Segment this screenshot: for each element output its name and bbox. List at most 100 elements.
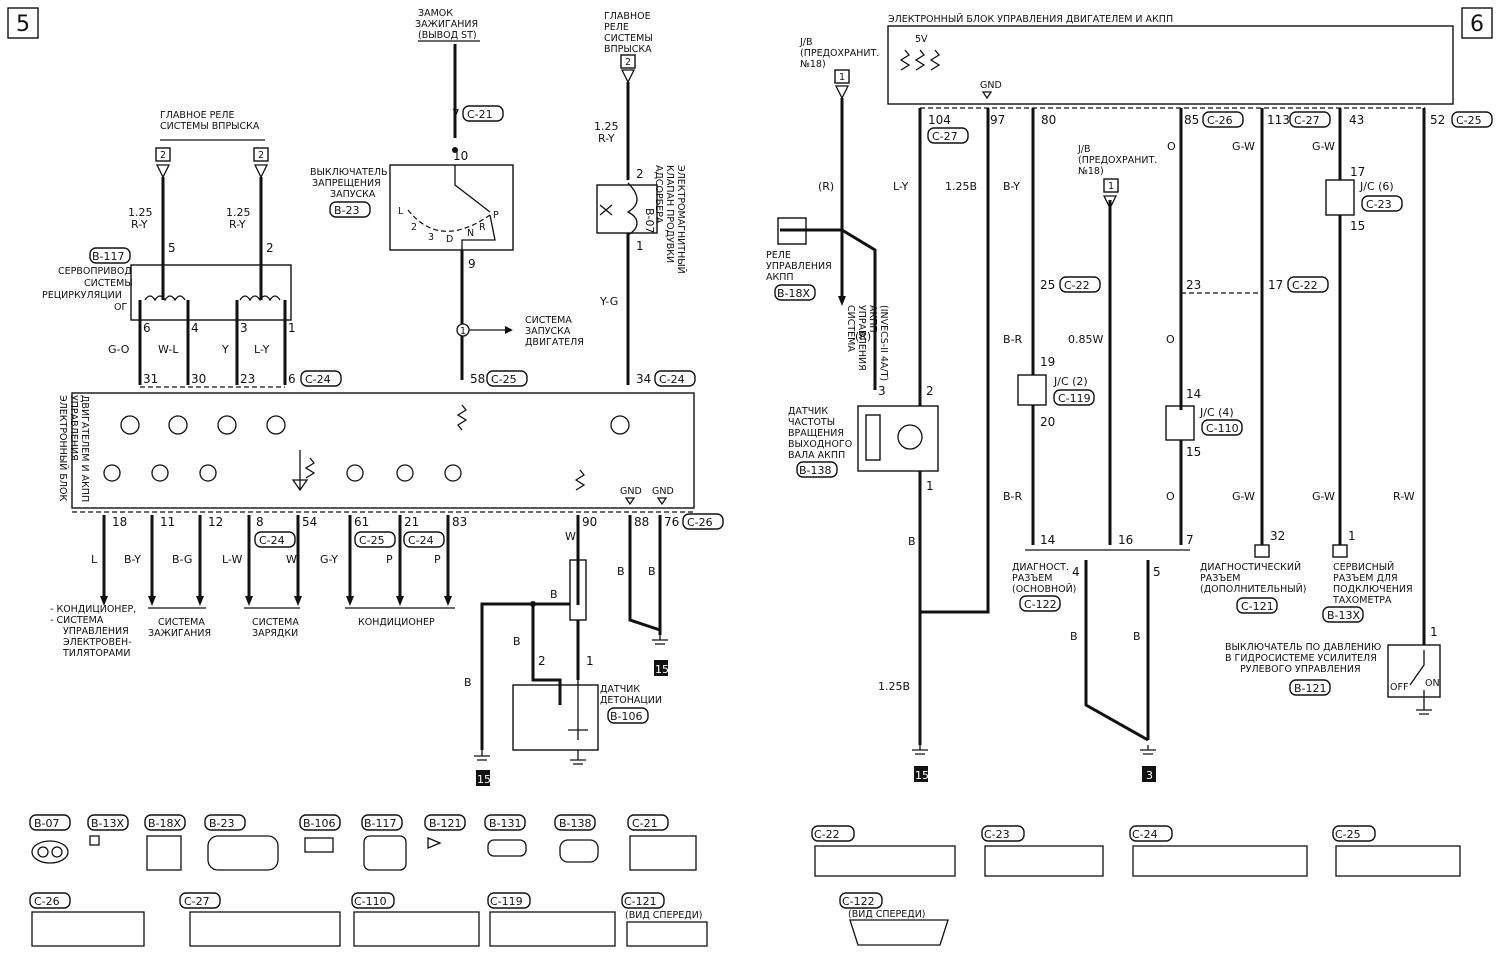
svg-text:11: 11: [160, 515, 175, 529]
bottom-wire-colors: L B-Y B-G L-W W G-Y P P W B B: [91, 530, 656, 578]
svg-text:СИСТЕМЫ ВПРЫСКА: СИСТЕМЫ ВПРЫСКА: [160, 121, 260, 132]
diag-add-label: ДИАГНОСТИЧЕСКИЙ РАЗЪЕМ (ДОПОЛНИТЕЛЬНЫЙ) …: [1200, 561, 1306, 614]
svg-text:90: 90: [582, 515, 597, 529]
svg-text:R-Y: R-Y: [598, 132, 615, 145]
svg-text:L: L: [398, 206, 404, 217]
svg-text:W: W: [286, 553, 297, 566]
svg-text:43: 43: [1349, 113, 1364, 127]
svg-text:15: 15: [915, 769, 929, 782]
svg-text:1: 1: [586, 654, 594, 668]
svg-text:СИСТЕМЫ: СИСТЕМЫ: [604, 33, 653, 44]
svg-text:C-23: C-23: [1366, 198, 1392, 211]
svg-text:C-21: C-21: [632, 817, 658, 830]
svg-text:15: 15: [477, 773, 491, 786]
svg-text:B: B: [550, 588, 558, 601]
svg-text:B: B: [1133, 630, 1141, 643]
svg-text:(R): (R): [855, 330, 871, 343]
connector-views-right: C-22 C-23 C-24 C-25 C-122 (ВИД СПЕРЕДИ): [811, 825, 1461, 946]
svg-text:C-21: C-21: [467, 108, 493, 121]
svg-text:ДВИГАТЕЛЯ: ДВИГАТЕЛЯ: [525, 337, 584, 348]
ecu-right-label: ЭЛЕКТРОННЫЙ БЛОК УПРАВЛЕНИЯ ДВИГАТЕЛЕМ И…: [888, 13, 1173, 25]
svg-text:15: 15: [1186, 445, 1201, 459]
svg-text:1: 1: [460, 326, 466, 337]
svg-text:АДСОРБЕРА: АДСОРБЕРА: [653, 165, 664, 224]
svg-text:C-122: C-122: [842, 895, 875, 908]
main-relay-top-label: ГЛАВНОЕ РЕЛЕ СИСТЕМЫ ВПРЫСКА: [604, 11, 653, 55]
svg-text:18: 18: [112, 515, 127, 529]
svg-text:ВЫХОДНОГО: ВЫХОДНОГО: [788, 439, 852, 450]
at-system-label: СИСТЕМА УПРАВЛЕНИЯ АКПП (INVECS-II 4A/T): [845, 305, 889, 381]
svg-text:C-122: C-122: [1024, 598, 1057, 611]
svg-text:ВЫКЛЮЧАТЕЛЬ: ВЫКЛЮЧАТЕЛЬ: [310, 167, 388, 178]
svg-text:1.25: 1.25: [128, 206, 153, 219]
svg-text:(ОСНОВНОЙ): (ОСНОВНОЙ): [1012, 583, 1076, 595]
svg-text:2: 2: [538, 654, 546, 668]
svg-text:2: 2: [411, 222, 417, 233]
svg-text:L-Y: L-Y: [254, 343, 270, 356]
svg-text:GND: GND: [620, 486, 642, 497]
svg-text:21: 21: [404, 515, 419, 529]
svg-text:ДАТЧИК: ДАТЧИК: [600, 684, 640, 695]
svg-text:N: N: [467, 228, 474, 239]
svg-text:C-23: C-23: [984, 828, 1010, 841]
svg-text:ДАТЧИК: ДАТЧИК: [788, 406, 828, 417]
svg-text:J/B: J/B: [1077, 144, 1091, 155]
svg-text:G-Y: G-Y: [320, 553, 338, 566]
svg-text:7: 7: [1186, 533, 1194, 547]
svg-text:1: 1: [839, 72, 845, 83]
svg-text:1: 1: [636, 239, 644, 253]
svg-text:R-W: R-W: [1393, 490, 1415, 503]
svg-text:8: 8: [256, 515, 264, 529]
svg-text:2: 2: [625, 57, 631, 68]
svg-text:C-24: C-24: [659, 373, 685, 386]
svg-text:32: 32: [1270, 529, 1285, 543]
ignition-lock-label: ЗАМОК ЗАЖИГАНИЯ (ВЫВОД ST): [415, 8, 480, 42]
svg-text:88: 88: [634, 515, 649, 529]
svg-text:23: 23: [1186, 278, 1201, 292]
svg-text:16: 16: [1118, 533, 1133, 547]
svg-text:РЕЛЕ: РЕЛЕ: [604, 22, 629, 33]
svg-text:B-G: B-G: [172, 553, 192, 566]
svg-text:OFF: OFF: [1390, 682, 1408, 693]
svg-text:14: 14: [1040, 533, 1055, 547]
svg-text:C-24: C-24: [1132, 828, 1158, 841]
svg-text:- СИСТЕМА: - СИСТЕМА: [50, 615, 104, 626]
svg-text:G-W: G-W: [1312, 490, 1335, 503]
svg-text:17: 17: [1268, 278, 1283, 292]
svg-text:ГЛАВНОЕ: ГЛАВНОЕ: [604, 11, 651, 22]
svg-text:КОНДИЦИОНЕР: КОНДИЦИОНЕР: [358, 617, 435, 628]
svg-text:C-22: C-22: [1064, 279, 1090, 292]
right-wire-colors: L-Y 1.25B B-Y O G-W G-W: [893, 140, 1335, 193]
svg-text:1: 1: [288, 321, 296, 335]
svg-text:C-27: C-27: [932, 130, 958, 143]
svg-text:58: 58: [470, 372, 485, 386]
connector-views-left: B-07 B-13X B-18X B-23 B-106 B-117 B-121 …: [29, 814, 708, 947]
svg-text:P: P: [493, 210, 499, 221]
svg-text:J/C (4): J/C (4): [1199, 406, 1234, 419]
svg-text:20: 20: [1040, 415, 1055, 429]
svg-text:C-24: C-24: [408, 534, 434, 547]
svg-text:B-23: B-23: [209, 817, 235, 830]
svg-text:C-25: C-25: [1456, 114, 1482, 127]
purge-valve-label: ЭЛЕКТРОМАГНИТНЫЙ КЛАПАН ПРОДУВКИ АДСОРБЕ…: [653, 165, 687, 274]
svg-text:10: 10: [453, 149, 468, 163]
svg-text:ЗАПУСКА: ЗАПУСКА: [525, 326, 571, 337]
svg-text:B-R: B-R: [1003, 333, 1023, 346]
svg-text:C-119: C-119: [490, 895, 523, 908]
svg-text:1.25: 1.25: [226, 206, 251, 219]
svg-text:GND: GND: [980, 80, 1002, 91]
svg-text:B-117: B-117: [92, 250, 125, 263]
svg-text:ЭЛЕКТРОВЕН-: ЭЛЕКТРОВЕН-: [63, 637, 132, 648]
svg-text:1: 1: [1348, 529, 1356, 543]
svg-text:B: B: [908, 535, 916, 548]
svg-text:АКПП: АКПП: [867, 305, 878, 333]
svg-text:2: 2: [926, 384, 934, 398]
page-number-right: 6: [1470, 12, 1484, 37]
svg-text:(INVECS-II 4A/T): (INVECS-II 4A/T): [878, 305, 889, 381]
page-number-left: 5: [16, 12, 30, 37]
svg-text:31: 31: [143, 372, 158, 386]
svg-text:W-L: W-L: [158, 343, 179, 356]
svg-text:L: L: [91, 553, 98, 566]
svg-text:(R): (R): [818, 180, 834, 193]
